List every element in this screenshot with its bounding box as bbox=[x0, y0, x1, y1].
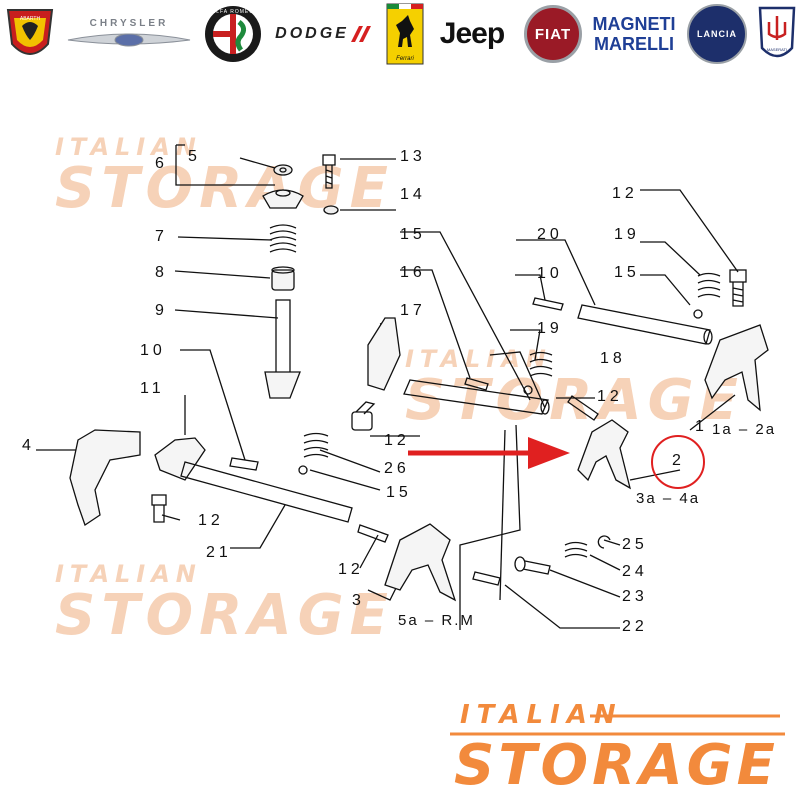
callout-12-top-right: 12 bbox=[612, 185, 638, 202]
abarth-logo: ABARTH bbox=[0, 4, 60, 64]
callout-4: 4 bbox=[22, 437, 35, 454]
callout-16: 16 bbox=[400, 264, 426, 281]
highlight-arrow bbox=[408, 437, 570, 469]
callout-20: 20 bbox=[537, 226, 563, 243]
dodge-logo: DODGE bbox=[270, 4, 376, 64]
callout-25: 25 bbox=[622, 536, 648, 553]
callout-9: 9 bbox=[155, 302, 168, 319]
callout-15-top: 15 bbox=[400, 226, 426, 243]
callout-22: 22 bbox=[622, 618, 648, 635]
callout-10-left: 10 bbox=[140, 342, 166, 359]
magneti-marelli-logo: MAGNETI MARELLI bbox=[592, 14, 676, 54]
highlight-circle bbox=[651, 435, 705, 489]
callout-12-middle: 12 bbox=[384, 432, 410, 449]
callout-26: 26 bbox=[384, 460, 410, 477]
callout-23: 23 bbox=[622, 588, 648, 605]
callout-2: 2 bbox=[672, 452, 685, 469]
callout-11: 11 bbox=[140, 380, 165, 397]
callout-12-lower: 12 bbox=[338, 561, 364, 578]
chrysler-logo: CHRYSLER bbox=[64, 4, 194, 64]
callout-3: 3 bbox=[352, 592, 365, 609]
callout-13: 13 bbox=[400, 148, 426, 165]
callout-15-right: 15 bbox=[614, 264, 640, 281]
ferrari-logo: Ferrari bbox=[385, 3, 425, 65]
alfa-romeo-logo: ALFA ROMEO bbox=[202, 4, 264, 64]
callout-7: 7 bbox=[155, 228, 168, 245]
gear-label-1st-2nd: 1a – 2a bbox=[712, 421, 777, 438]
callout-19-centre: 19 bbox=[537, 320, 563, 337]
gear-label-3rd-4th: 3a – 4a bbox=[636, 490, 701, 507]
callout-15-lower: 15 bbox=[386, 484, 412, 501]
callout-5: 5 bbox=[188, 148, 201, 165]
jeep-logo: Jeep bbox=[439, 17, 505, 50]
callout-6: 6 bbox=[155, 155, 168, 172]
callout-19-right: 19 bbox=[614, 226, 640, 243]
lancia-logo: LANCIA bbox=[686, 4, 748, 64]
maserati-logo: MASERATI bbox=[755, 4, 799, 64]
callout-24: 24 bbox=[622, 563, 648, 580]
callout-12-left: 12 bbox=[198, 512, 224, 529]
callout-18: 18 bbox=[600, 350, 626, 367]
gear-label-5th-reverse: 5a – R.M bbox=[398, 612, 475, 629]
callout-10-right: 10 bbox=[537, 265, 563, 282]
callout-12-centre: 12 bbox=[597, 388, 623, 405]
callout-1: 1 bbox=[695, 418, 708, 435]
brand-logo-strip: ABARTH CHRYSLER ALFA ROMEO DODGE bbox=[0, 0, 800, 70]
fiat-logo: FIAT bbox=[524, 4, 582, 64]
italian-storage-logo: ITALIAN STORAGE bbox=[450, 700, 785, 798]
callout-8: 8 bbox=[155, 264, 168, 281]
callout-14: 14 bbox=[400, 186, 426, 203]
callout-17: 17 bbox=[400, 302, 426, 319]
callout-21: 21 bbox=[206, 544, 232, 561]
